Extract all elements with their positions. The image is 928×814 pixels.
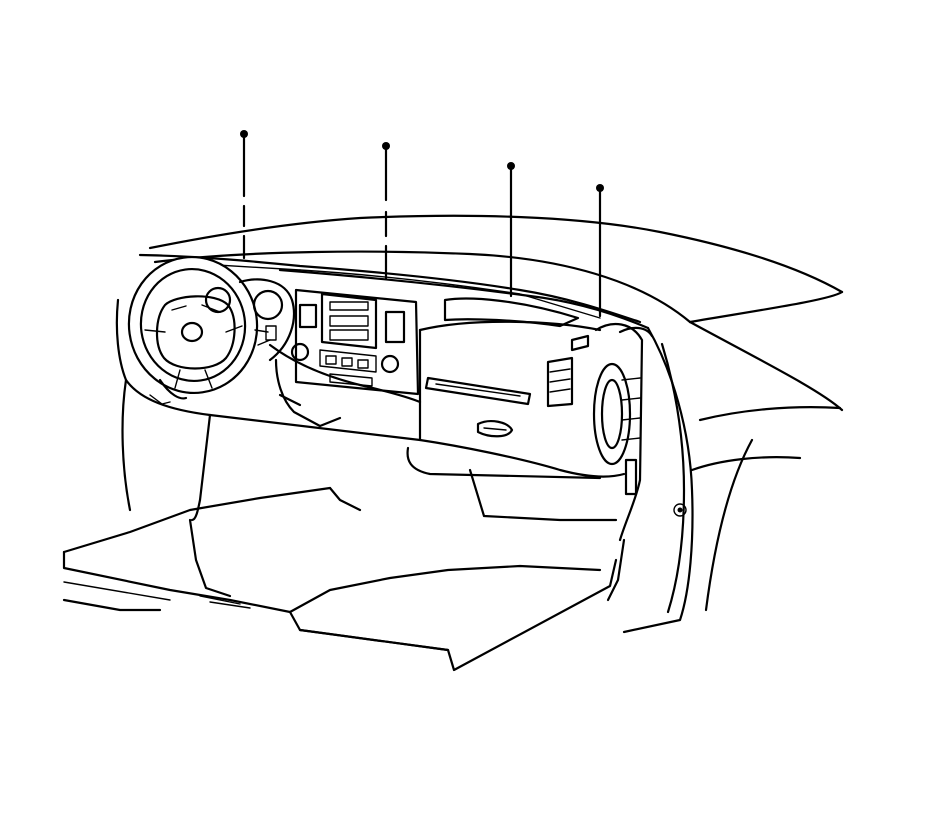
windshield-outline: [148, 214, 844, 324]
fastener-3: [507, 162, 515, 298]
fastener-2: [382, 142, 390, 280]
right-door-pillar: [622, 320, 844, 634]
floor: [62, 446, 618, 672]
instrument-cluster: [204, 278, 296, 362]
passenger-dash: [418, 297, 602, 442]
dash-end-cap: [592, 322, 654, 602]
center-stack: [290, 288, 420, 396]
steering-wheel: [127, 255, 259, 405]
fastener-1: [240, 130, 248, 260]
fastener-4: [596, 184, 604, 318]
